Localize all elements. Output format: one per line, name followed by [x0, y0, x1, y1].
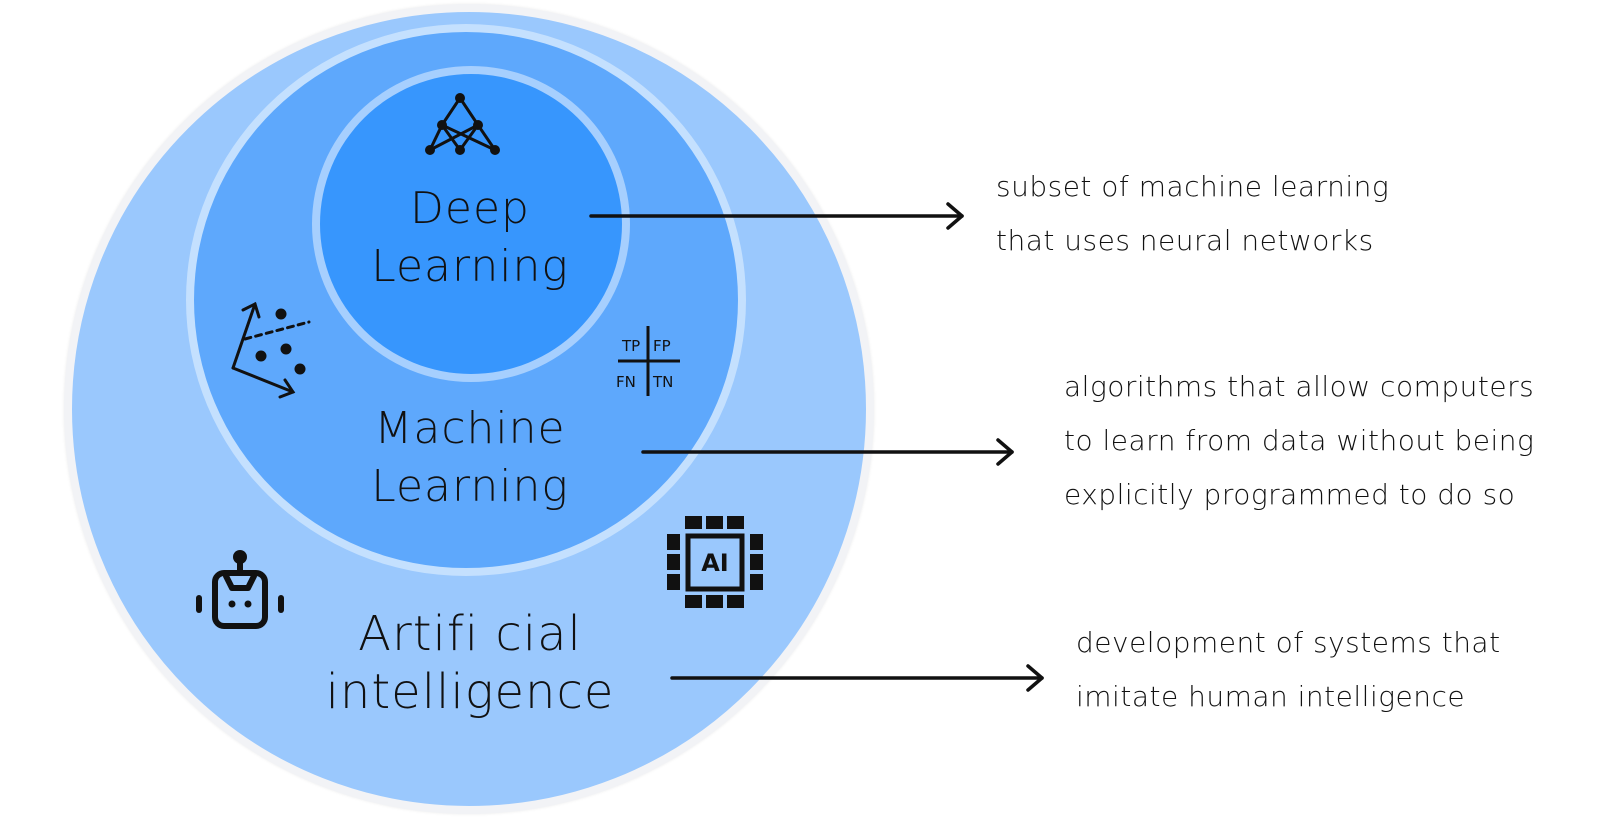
machine-learning-arrow — [641, 438, 1014, 466]
cm-fp-label: FP — [653, 337, 671, 355]
deep-learning-description-line2: that uses neural networks — [996, 224, 1374, 257]
deep-learning-label-line1: Deep — [410, 183, 530, 234]
artificial-intelligence-label-line1: Artifi cial — [358, 606, 582, 662]
deep-learning-circle — [312, 66, 630, 382]
ai-chip-icon: AI — [667, 516, 763, 608]
scatter-plot-icon — [231, 301, 311, 399]
cm-tp-label: TP — [621, 337, 640, 355]
deep-learning-description: subset of machine learning that uses neu… — [996, 160, 1389, 268]
confusion-matrix-icon: TP FP FN TN — [616, 326, 680, 396]
machine-learning-description-line2: to learn from data without being — [1064, 424, 1535, 457]
machine-learning-label: Machine Learning — [320, 400, 620, 516]
machine-learning-description-line3: explicitly programmed to do so — [1064, 478, 1516, 511]
artificial-intelligence-label: Artifi cial intelligence — [300, 605, 640, 721]
artificial-intelligence-description-line2: imitate human intelligence — [1076, 680, 1466, 713]
deep-learning-label-line2: Learning — [371, 241, 569, 292]
machine-learning-description-line1: algorithms that allow computers — [1064, 370, 1535, 403]
artificial-intelligence-label-line2: intelligence — [325, 664, 615, 720]
machine-learning-label-line2: Learning — [371, 461, 569, 512]
artificial-intelligence-description: development of systems that imitate huma… — [1076, 616, 1501, 724]
neural-network-icon — [425, 93, 500, 155]
machine-learning-description: algorithms that allow computers to learn… — [1064, 360, 1534, 522]
cm-tn-label: TN — [652, 373, 673, 391]
deep-learning-label: Deep Learning — [330, 180, 610, 296]
deep-learning-description-line1: subset of machine learning — [996, 170, 1390, 203]
artificial-intelligence-description-line1: development of systems that — [1076, 626, 1501, 659]
robot-icon — [196, 550, 284, 629]
machine-learning-label-line1: Machine — [374, 403, 566, 454]
cm-fn-label: FN — [616, 373, 636, 391]
artificial-intelligence-arrow — [670, 664, 1044, 692]
deep-learning-arrow — [589, 202, 964, 230]
ai-chip-text: AI — [701, 549, 729, 577]
